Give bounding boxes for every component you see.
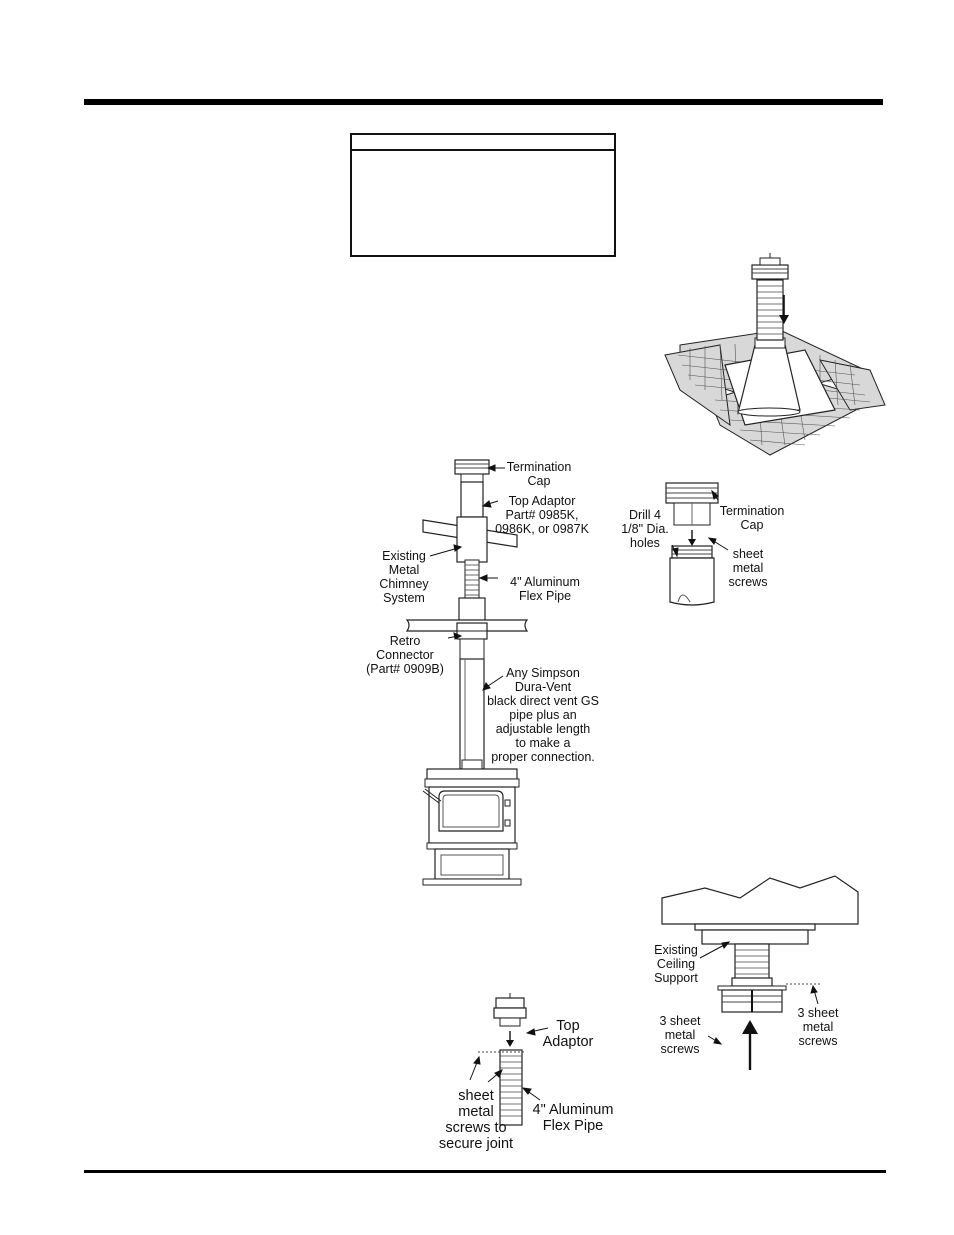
note-box	[350, 133, 616, 257]
adaptor-detail-figure	[478, 993, 527, 1126]
header-rule	[84, 99, 883, 105]
chimney-stove-figure	[405, 459, 529, 886]
ceiling-support-figure	[661, 875, 859, 1070]
roof-flashing-figure	[664, 253, 886, 456]
note-box-header	[352, 135, 614, 151]
cap-detail-figure	[665, 482, 719, 606]
footer-rule	[84, 1170, 886, 1173]
